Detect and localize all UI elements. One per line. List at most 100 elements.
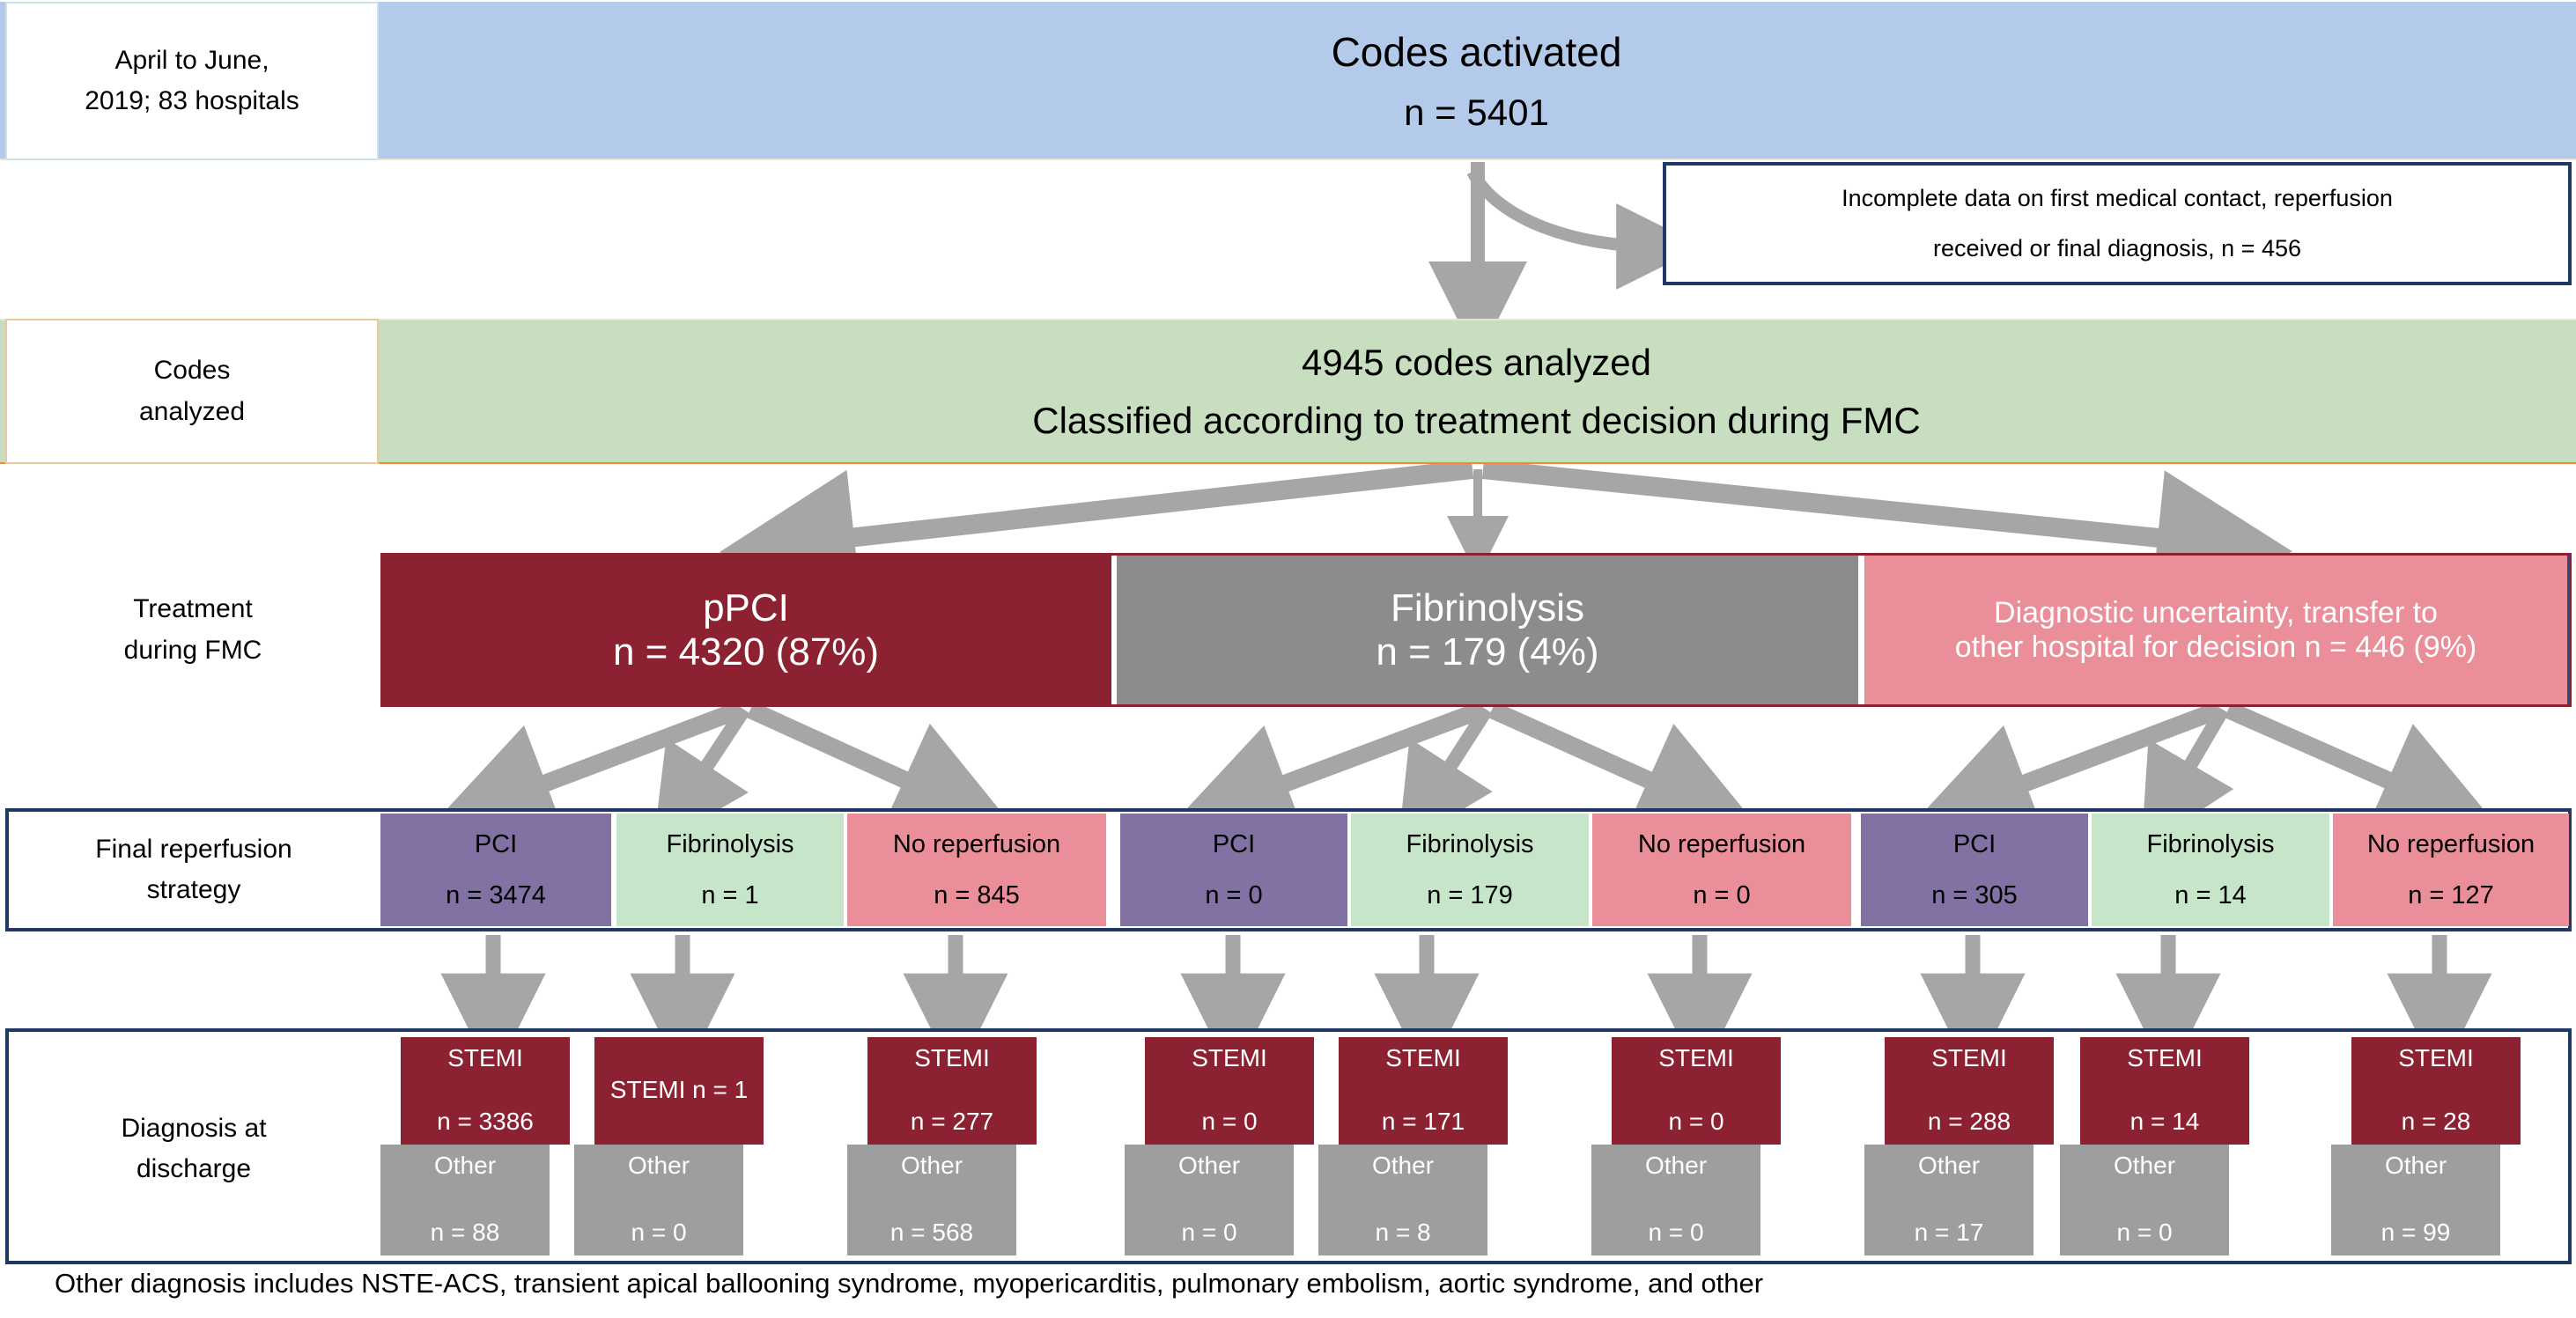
treatment-segment-uncertainty: Diagnostic uncertainty, transfer to othe… — [1864, 556, 2569, 704]
diagnosis-row-label: Diagnosis at discharge — [18, 1039, 370, 1259]
treatment-segment-ppci: pPCI n = 4320 (87%) — [380, 556, 1111, 704]
reperfusion-cell-noreperfusion-2: No reperfusion n = 0 — [1592, 814, 1851, 926]
cell-label: Fibrinolysis — [666, 829, 794, 858]
other-count: n = 17 — [1914, 1219, 1984, 1246]
diagnosis-other-6: Other n = 0 — [1591, 1145, 1760, 1255]
other-count: n = 0 — [2116, 1219, 2173, 1246]
cell-label: No reperfusion — [1637, 829, 1806, 858]
diagnosis-stemi-9: STEMI n = 28 — [2351, 1037, 2521, 1145]
cell-label: No reperfusion — [2366, 829, 2535, 858]
reperfusion-cell-fibrinolysis-3: Fibrinolysis n = 14 — [2092, 814, 2329, 926]
other-label: Other — [627, 1152, 690, 1179]
other-label: Other — [2113, 1152, 2176, 1179]
diagnosis-stemi-6: STEMI n = 0 — [1612, 1037, 1781, 1145]
fibrinolysis-count: n = 179 (4%) — [1376, 630, 1599, 674]
reperfusion-cell-fibrinolysis-2: Fibrinolysis n = 179 — [1351, 814, 1589, 926]
diagnosis-stemi-3: STEMI n = 277 — [867, 1037, 1037, 1145]
diagnosis-other-2: Other n = 0 — [574, 1145, 743, 1255]
fibrinolysis-title: Fibrinolysis — [1390, 585, 1585, 630]
other-count: n = 0 — [1648, 1219, 1704, 1246]
diagnosis-stemi-2: STEMI n = 1 — [594, 1037, 764, 1145]
other-count: n = 8 — [1375, 1219, 1431, 1246]
reperfusion-cell-fibrinolysis-1: Fibrinolysis n = 1 — [616, 814, 844, 926]
diagnosis-stemi-5: STEMI n = 171 — [1339, 1037, 1508, 1145]
treatment-label-line1: Treatment — [133, 594, 253, 623]
footnote: Other diagnosis includes NSTE-ACS, trans… — [55, 1268, 1764, 1299]
other-label: Other — [1177, 1152, 1241, 1179]
other-count: n = 0 — [1181, 1219, 1237, 1246]
reperfusion-label-line1: Final reperfusion — [95, 834, 292, 864]
exclusion-line2: received or final diagnosis, n = 456 — [1932, 235, 2301, 261]
other-label: Other — [1917, 1152, 1981, 1179]
reperfusion-cell-pci-2: PCI n = 0 — [1120, 814, 1347, 926]
reperfusion-cell-noreperfusion-3: No reperfusion n = 127 — [2333, 814, 2569, 926]
reperfusion-cell-noreperfusion-1: No reperfusion n = 845 — [847, 814, 1106, 926]
codes-activated-box: Codes activated n = 5401 — [379, 2, 2574, 160]
stemi-count: n = 14 — [2129, 1108, 2200, 1135]
other-count: n = 88 — [430, 1219, 500, 1246]
cell-count: n = 845 — [934, 880, 1020, 909]
other-label: Other — [900, 1152, 963, 1179]
codes-activated-band — [0, 2, 2576, 160]
stemi-label: STEMI — [1385, 1044, 1461, 1071]
codes-analyzed-band — [0, 319, 2576, 464]
diagnosis-other-3: Other n = 568 — [847, 1145, 1016, 1255]
cell-count: n = 0 — [1205, 880, 1263, 909]
cell-count: n = 14 — [2174, 880, 2247, 909]
diagnosis-label-line1: Diagnosis at — [121, 1113, 267, 1143]
stemi-label: STEMI — [914, 1044, 990, 1071]
other-label: Other — [1371, 1152, 1435, 1179]
codes-activated-title: Codes activated — [1331, 28, 1622, 75]
other-label: Other — [433, 1152, 497, 1179]
diagnosis-other-9: Other n = 99 — [2331, 1145, 2500, 1255]
reperfusion-cell-pci-3: PCI n = 305 — [1861, 814, 2088, 926]
exclusion-box: Incomplete data on first medical contact… — [1663, 162, 2572, 285]
diagnosis-other-8: Other n = 0 — [2060, 1145, 2229, 1255]
reperfusion-row-label: Final reperfusion strategy — [18, 808, 370, 931]
cell-count: n = 3474 — [446, 880, 546, 909]
codes-analyzed-box: 4945 codes analyzed Classified according… — [379, 319, 2574, 464]
codes-analyzed-label-line2: analyzed — [138, 396, 246, 426]
cell-count: n = 305 — [1931, 880, 2018, 909]
diagnosis-other-4: Other n = 0 — [1125, 1145, 1294, 1255]
stemi-label: STEMI n = 1 — [609, 1076, 749, 1103]
diagnosis-other-1: Other n = 88 — [380, 1145, 550, 1255]
stemi-label: STEMI — [2398, 1044, 2474, 1071]
diagnosis-stemi-7: STEMI n = 288 — [1885, 1037, 2054, 1145]
cell-label: No reperfusion — [892, 829, 1061, 858]
stemi-count: n = 3386 — [437, 1108, 534, 1135]
stemi-count: n = 0 — [1201, 1108, 1258, 1135]
cell-label: Fibrinolysis — [2146, 829, 2275, 858]
other-label: Other — [1644, 1152, 1708, 1179]
study-period-line1: April to June, — [114, 45, 269, 75]
stemi-label: STEMI — [447, 1044, 523, 1071]
cell-count: n = 179 — [1427, 880, 1513, 909]
uncertainty-title: Diagnostic uncertainty, transfer to — [1994, 595, 2438, 630]
diagnosis-stemi-1: STEMI n = 3386 — [401, 1037, 570, 1145]
other-count: n = 568 — [889, 1219, 974, 1246]
other-count: n = 99 — [2380, 1219, 2451, 1246]
reperfusion-cell-pci-1: PCI n = 3474 — [380, 814, 611, 926]
stemi-label: STEMI — [1658, 1044, 1734, 1071]
treatment-segment-fibrinolysis: Fibrinolysis n = 179 (4%) — [1117, 556, 1858, 704]
codes-analyzed-line2: Classified according to treatment decisi… — [1032, 399, 1921, 441]
stemi-count: n = 28 — [2401, 1108, 2471, 1135]
codes-analyzed-line1: 4945 codes analyzed — [1302, 342, 1651, 384]
ppci-count: n = 4320 (87%) — [612, 630, 880, 674]
stemi-label: STEMI — [1931, 1044, 2007, 1071]
cell-label: PCI — [474, 829, 518, 858]
treatment-row-label: Treatment during FMC — [5, 553, 380, 707]
reperfusion-label-line2: strategy — [146, 875, 241, 904]
diagnosis-other-5: Other n = 8 — [1318, 1145, 1487, 1255]
stemi-count: n = 288 — [1927, 1108, 2011, 1135]
diagnosis-stemi-8: STEMI n = 14 — [2080, 1037, 2249, 1145]
cell-label: Fibrinolysis — [1406, 829, 1534, 858]
diagnosis-label-line2: discharge — [136, 1154, 252, 1183]
diagnosis-stemi-4: STEMI n = 0 — [1145, 1037, 1314, 1145]
stemi-count: n = 277 — [910, 1108, 994, 1135]
stemi-label: STEMI — [2127, 1044, 2203, 1071]
other-count: n = 0 — [631, 1219, 687, 1246]
codes-analyzed-label-line1: Codes — [153, 356, 231, 385]
cell-label: PCI — [1212, 829, 1256, 858]
